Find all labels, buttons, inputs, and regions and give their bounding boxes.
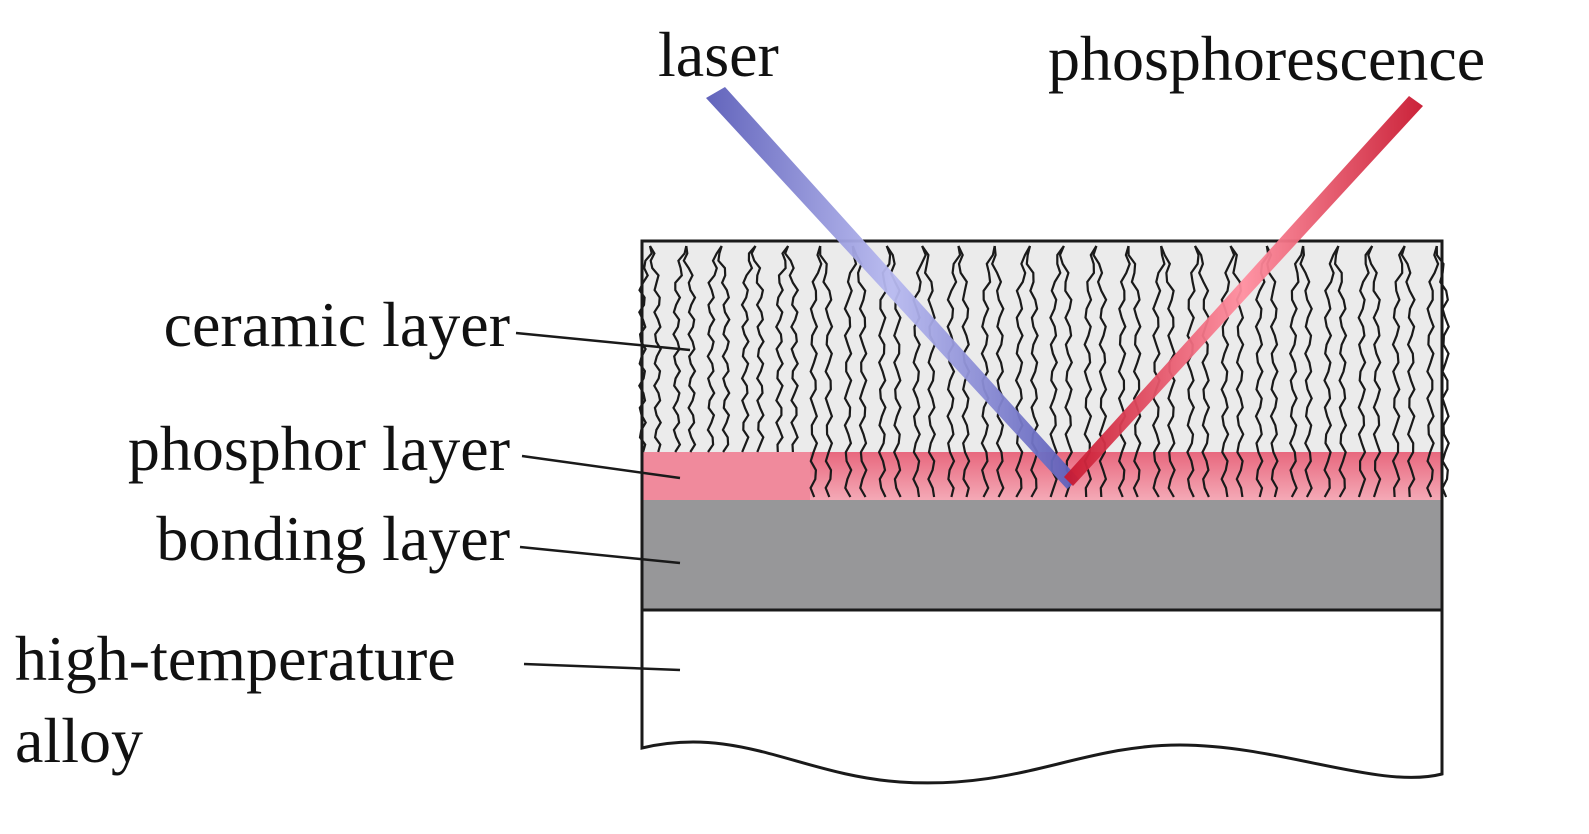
column-boundary — [1357, 245, 1374, 498]
column-boundary — [682, 245, 697, 453]
ceramic-layer-label: ceramic layer — [164, 289, 510, 360]
bonding-layer — [642, 500, 1442, 610]
column-boundary — [1058, 245, 1074, 498]
ceramic-leader-line — [515, 331, 691, 352]
column-boundary — [851, 245, 868, 498]
column-boundary — [717, 245, 731, 453]
column-boundary — [1151, 245, 1166, 498]
column-boundary — [990, 245, 1005, 498]
alloy-label-line1: high-temperature — [15, 623, 456, 694]
column-boundary — [1400, 245, 1416, 498]
column-boundary — [980, 245, 996, 498]
phosphor-leader-line — [521, 454, 681, 480]
phosphorescence-label: phosphorescence — [1048, 23, 1485, 94]
column-boundary — [946, 245, 962, 498]
column-boundary — [706, 245, 723, 453]
ceramic-layer — [642, 241, 1442, 453]
coating-outline — [640, 239, 1444, 612]
column-boundary — [1186, 245, 1200, 498]
high-temperature-alloy — [640, 608, 1444, 785]
phosphor-layer-label: phosphor layer — [128, 413, 510, 484]
column-boundary — [819, 246, 834, 498]
column-boundary — [775, 245, 789, 453]
column-boundary — [1265, 245, 1279, 498]
column-boundary — [1288, 245, 1305, 498]
column-boundary — [1117, 245, 1131, 498]
column-boundary — [649, 245, 662, 453]
column-boundary — [1323, 245, 1340, 498]
column-boundary — [1127, 245, 1142, 498]
laser-beam — [706, 87, 1079, 489]
bonding-layer-label: bonding layer — [156, 503, 510, 574]
alloy-label-line2: alloy — [15, 705, 143, 776]
phosphorescence-beam — [1064, 96, 1423, 486]
column-boundary — [1014, 245, 1031, 498]
column-boundary — [750, 245, 765, 453]
column-boundary — [921, 245, 937, 498]
column-boundary — [1254, 245, 1270, 498]
column-boundary — [783, 245, 800, 453]
column-boundary — [1426, 245, 1440, 498]
laser-label: laser — [658, 19, 779, 90]
columnar-microstructure — [638, 245, 1450, 498]
column-boundary — [912, 245, 927, 498]
alloy-leader-line — [523, 662, 681, 672]
column-boundary — [740, 245, 757, 453]
column-boundary — [1367, 245, 1382, 498]
column-boundary — [843, 245, 858, 498]
column-boundary — [1391, 245, 1406, 498]
column-boundary — [1092, 245, 1108, 498]
column-boundary — [809, 245, 823, 498]
column-boundary — [1333, 245, 1348, 498]
column-boundary — [1220, 245, 1236, 498]
bonding-leader-line — [519, 545, 681, 565]
column-boundary — [1194, 245, 1211, 498]
column-boundary — [1299, 245, 1313, 498]
